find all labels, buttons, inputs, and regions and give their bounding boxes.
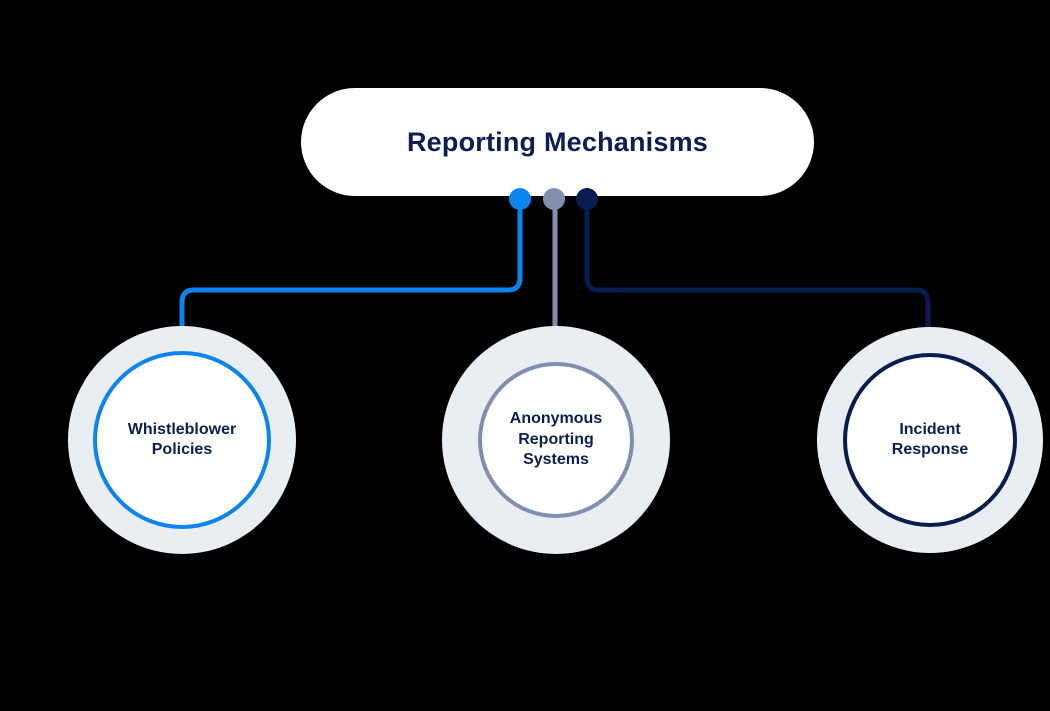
node-anonymous-reporting-systems-label: Anonymous Reporting Systems bbox=[509, 410, 603, 469]
node-incident-response[interactable]: Incident Response bbox=[817, 327, 1043, 553]
node-incident-response-label: Incident Response bbox=[891, 420, 969, 458]
node-whistleblower-policies-inner: Whistleblower Policies bbox=[93, 351, 271, 529]
page-title: Reporting Mechanisms bbox=[406, 126, 709, 157]
hub-dot-whistleblower[interactable] bbox=[509, 188, 531, 210]
node-incident-response-inner: Incident Response bbox=[843, 353, 1017, 527]
hub-dot-incident[interactable] bbox=[576, 188, 598, 210]
hub-dot-anonymous[interactable] bbox=[543, 188, 565, 210]
node-anonymous-reporting-systems-inner: Anonymous Reporting Systems bbox=[478, 362, 634, 518]
node-whistleblower-policies-label: Whistleblower Policies bbox=[127, 420, 237, 458]
node-whistleblower-policies[interactable]: Whistleblower Policies bbox=[68, 326, 296, 554]
root-node-box[interactable]: Reporting Mechanisms bbox=[301, 88, 814, 196]
connector-incident bbox=[584, 199, 931, 353]
node-anonymous-reporting-systems[interactable]: Anonymous Reporting Systems bbox=[442, 326, 670, 554]
connector-whistleblower bbox=[179, 199, 523, 352]
